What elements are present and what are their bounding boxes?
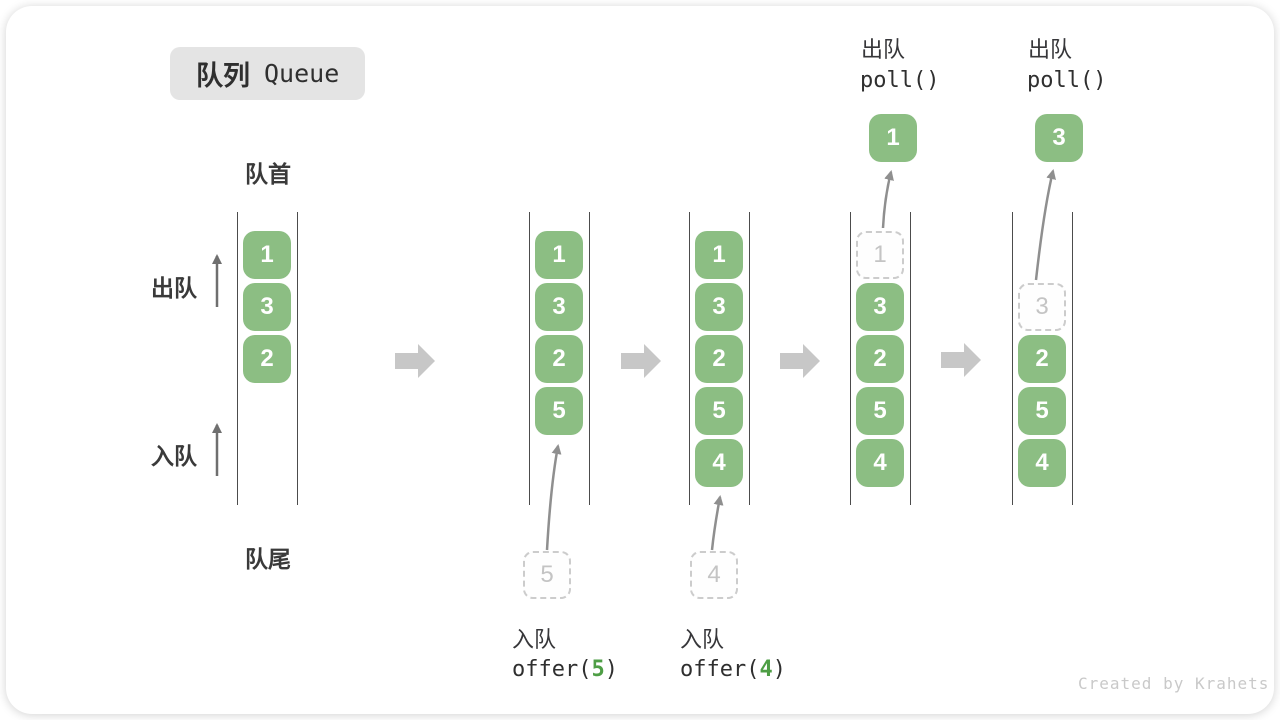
op-dequeue-label-1: 出队 bbox=[861, 37, 906, 62]
pending-cell: 5 bbox=[523, 551, 571, 599]
queue-cell: 4 bbox=[856, 439, 904, 487]
queue-cell: 5 bbox=[535, 387, 583, 435]
op-dequeue-code-1: poll() bbox=[860, 68, 940, 93]
queue-channel-4 bbox=[850, 212, 911, 505]
queue-channel-5 bbox=[1012, 212, 1073, 505]
queue-cell: 2 bbox=[535, 335, 583, 383]
queue-channel-2 bbox=[529, 212, 590, 505]
queue-cell: 2 bbox=[856, 335, 904, 383]
watermark: Created by Krahets bbox=[1078, 674, 1270, 693]
removed-cell: 1 bbox=[856, 231, 904, 279]
label-queue-front: 队首 bbox=[245, 161, 291, 187]
title-zh: 队列 bbox=[196, 61, 250, 91]
code-arg: 5 bbox=[591, 657, 605, 682]
op-dequeue-code-2: poll() bbox=[1027, 68, 1107, 93]
queue-cell: 3 bbox=[695, 283, 743, 331]
queue-cell: 2 bbox=[695, 335, 743, 383]
op-enqueue-label-1: 入队 bbox=[512, 627, 557, 652]
code-post: ) bbox=[772, 657, 786, 682]
queue-channel-3 bbox=[689, 212, 750, 505]
code-arg: 4 bbox=[759, 657, 773, 682]
polled-cell: 3 bbox=[1035, 114, 1083, 162]
label-dequeue: 出队 bbox=[151, 275, 197, 301]
label-enqueue: 入队 bbox=[151, 443, 197, 469]
title-en: Queue bbox=[264, 59, 340, 88]
queue-cell: 2 bbox=[243, 335, 291, 383]
queue-cell: 1 bbox=[535, 231, 583, 279]
queue-cell: 3 bbox=[243, 283, 291, 331]
queue-channel-1 bbox=[237, 212, 298, 505]
op-dequeue-label-2: 出队 bbox=[1028, 37, 1073, 62]
queue-cell: 3 bbox=[856, 283, 904, 331]
queue-cell: 5 bbox=[856, 387, 904, 435]
code-post: ) bbox=[604, 657, 618, 682]
queue-cell: 2 bbox=[1018, 335, 1066, 383]
polled-cell: 1 bbox=[869, 114, 917, 162]
queue-cell: 1 bbox=[695, 231, 743, 279]
op-enqueue-label-2: 入队 bbox=[680, 627, 725, 652]
queue-cell: 1 bbox=[243, 231, 291, 279]
op-enqueue-code-2: offer(4) bbox=[680, 657, 786, 682]
op-enqueue-code-1: offer(5) bbox=[512, 657, 618, 682]
queue-cell: 3 bbox=[535, 283, 583, 331]
queue-cell: 5 bbox=[695, 387, 743, 435]
queue-cell: 5 bbox=[1018, 387, 1066, 435]
code-pre: offer( bbox=[680, 657, 760, 682]
title-badge: 队列 Queue bbox=[170, 47, 366, 100]
removed-cell: 3 bbox=[1018, 283, 1066, 331]
code-pre: offer( bbox=[512, 657, 592, 682]
diagram-card bbox=[6, 6, 1274, 714]
pending-cell: 4 bbox=[690, 551, 738, 599]
queue-cell: 4 bbox=[1018, 439, 1066, 487]
queue-cell: 4 bbox=[695, 439, 743, 487]
label-queue-rear: 队尾 bbox=[245, 546, 291, 572]
